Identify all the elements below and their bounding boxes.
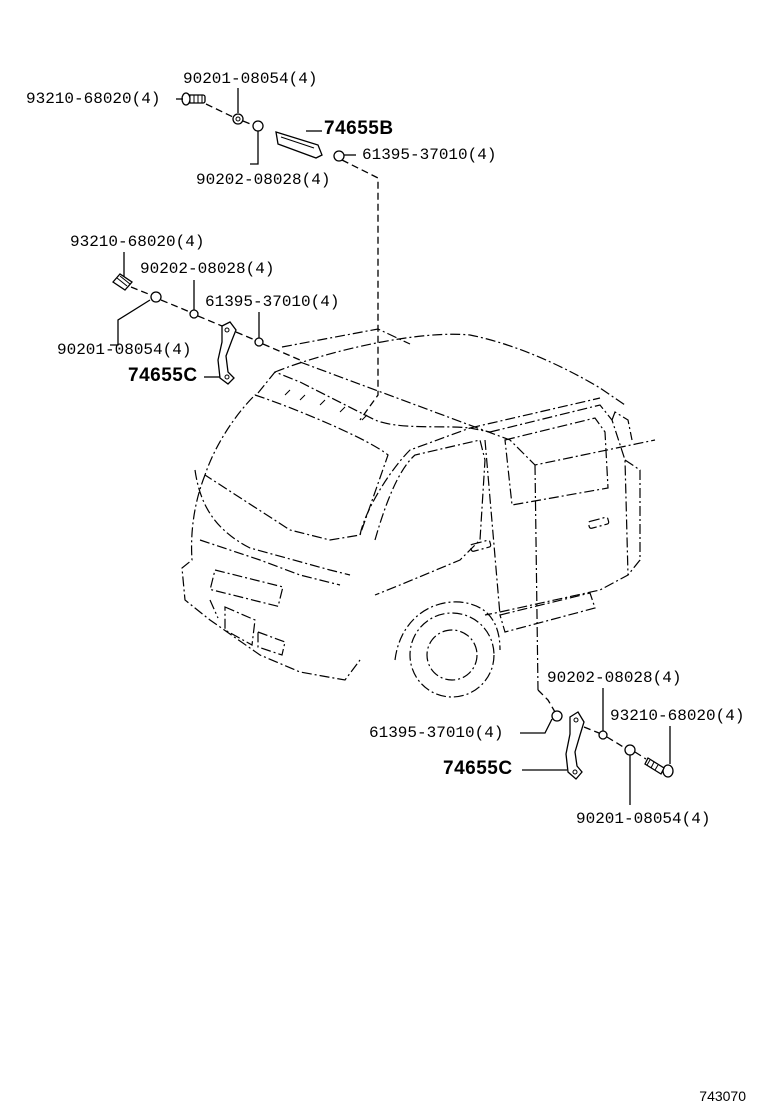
right-screw-label: 93210-68020(4) — [610, 707, 745, 725]
top-screw-label: 93210-68020(4) — [26, 90, 161, 108]
assist-grip-icon — [565, 711, 585, 780]
diagram-code: 743070 — [699, 1088, 746, 1104]
left-nut-label: 90201-08054(4) — [57, 341, 192, 359]
screw-icon — [644, 757, 674, 778]
clip-icon — [254, 337, 264, 347]
right-clip-label: 61395-37010(4) — [369, 724, 504, 742]
top-handle-assembly — [176, 88, 379, 421]
washer-icon — [598, 730, 608, 740]
left-washer-label: 90202-08028(4) — [140, 260, 275, 278]
assist-grip-icon — [275, 131, 323, 159]
right-washer-label: 90202-08028(4) — [547, 669, 682, 687]
left-handle-label: 74655C — [128, 365, 198, 386]
right-nut-label: 90201-08054(4) — [576, 810, 711, 828]
assist-grip-icon — [217, 321, 237, 385]
top-washer-label: 90202-08028(4) — [196, 171, 331, 189]
left-handle-assembly — [110, 252, 301, 385]
nut-icon — [232, 113, 244, 125]
clip-icon — [551, 710, 563, 722]
top-handle-label: 74655B — [324, 118, 394, 139]
washer-icon — [189, 309, 199, 319]
washer-icon — [252, 120, 264, 132]
nut-icon — [150, 291, 162, 303]
right-handle-assembly — [520, 688, 674, 805]
clip-icon — [333, 150, 345, 162]
screw-icon — [112, 273, 133, 291]
left-screw-label: 93210-68020(4) — [70, 233, 205, 251]
top-clip-label: 61395-37010(4) — [362, 146, 497, 164]
screw-icon — [181, 92, 206, 106]
van-body-outline — [181, 328, 656, 713]
top-nut-label: 90201-08054(4) — [183, 70, 318, 88]
nut-icon — [624, 744, 636, 756]
right-handle-label: 74655C — [443, 758, 513, 779]
left-clip-label: 61395-37010(4) — [205, 293, 340, 311]
